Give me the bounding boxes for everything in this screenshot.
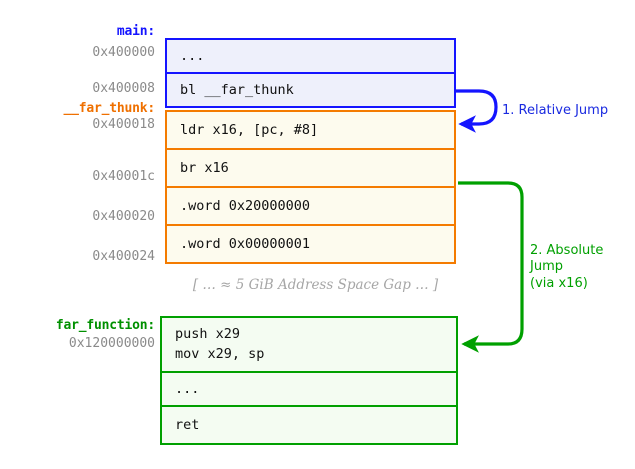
code-row-main-0: ...: [165, 38, 456, 74]
code-row-thunk-2: .word 0x20000000: [165, 186, 456, 226]
code-row-main-1: bl __far_thunk: [165, 72, 456, 108]
address-thunk-3: 0x400024: [92, 249, 155, 264]
code-block-far-function: push x29 mov x29, sp ... ret: [160, 316, 458, 445]
code-row-far-0: push x29 mov x29, sp: [160, 316, 458, 373]
address-main-1: 0x400008: [92, 81, 155, 96]
address-thunk-1: 0x40001c: [92, 169, 155, 184]
address-gap-note: [ … ≈ 5 GiB Address Space Gap … ]: [192, 277, 439, 293]
code-row-thunk-3: .word 0x00000001: [165, 224, 456, 264]
section-label-far-function: far_function:: [55, 318, 155, 333]
code-block-far-thunk: ldr x16, [pc, #8] br x16 .word 0x2000000…: [165, 110, 456, 264]
code-row-far-2: ret: [160, 405, 458, 445]
address-far-0: 0x120000000: [68, 336, 155, 351]
section-label-far-thunk: __far_thunk:: [63, 101, 155, 116]
code-row-far-1: ...: [160, 371, 458, 407]
annotation-absolute-jump: 2. Absolute Jump (via x16): [530, 243, 604, 291]
annotation-relative-jump: 1. Relative Jump: [502, 103, 609, 118]
relative-jump-arrow: [456, 89, 498, 133]
code-row-thunk-1: br x16: [165, 148, 456, 188]
section-label-main: main:: [116, 24, 155, 39]
address-thunk-0: 0x400018: [92, 117, 155, 132]
code-row-thunk-0: ldr x16, [pc, #8]: [165, 110, 456, 150]
address-main-0: 0x400000: [92, 45, 155, 60]
absolute-jump-arrow: [458, 181, 524, 353]
code-block-main: ... bl __far_thunk: [165, 38, 456, 108]
address-thunk-2: 0x400020: [92, 209, 155, 224]
